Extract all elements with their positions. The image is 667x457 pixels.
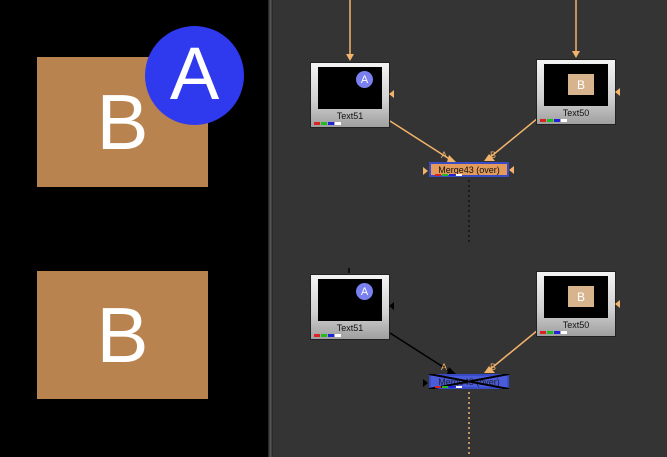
viewer-panel[interactable]: B A B: [0, 0, 268, 457]
node-text50-top[interactable]: B Text50: [536, 59, 616, 125]
top-link-arrow-a: [447, 155, 456, 162]
bottom-link-text51-merge: [389, 332, 452, 373]
thumbnail-a-circle: A: [356, 283, 373, 300]
merge-mask-arrow[interactable]: [423, 167, 428, 175]
merge-port-b-label: B: [490, 150, 497, 160]
top-input-arrow-a: [346, 54, 354, 61]
node-text51-bottom[interactable]: A Text51: [310, 274, 390, 340]
channel-indicators: [314, 122, 341, 125]
thumbnail-b-letter: B: [576, 289, 585, 304]
viewer-a-circle: A: [145, 26, 244, 125]
mask-input-arrow[interactable]: [389, 90, 394, 98]
node-text51-top[interactable]: A Text51: [310, 62, 390, 128]
bottom-link-text50-merge: [487, 329, 539, 372]
top-input-arrow-b: [572, 51, 580, 58]
merge-port-b-label: B: [490, 362, 497, 372]
channel-indicators: [540, 119, 567, 122]
thumbnail-b-letter: B: [576, 77, 585, 92]
mask-input-arrow[interactable]: [389, 302, 394, 310]
node-thumbnail: B: [544, 64, 608, 106]
merge-mask-arrow[interactable]: [423, 379, 428, 387]
channel-indicators: [540, 331, 567, 334]
node-text50-bottom[interactable]: B Text50: [536, 271, 616, 337]
merge-port-a-label: A: [441, 362, 448, 372]
top-link-text51-merge: [389, 120, 452, 161]
merge-label: Merge43 (over): [438, 164, 500, 175]
node-label: Text50: [562, 108, 590, 118]
bottom-link-arrow-a: [447, 367, 456, 374]
viewer-b-rectangle-bottom: B: [37, 271, 208, 399]
channel-indicators: [435, 174, 462, 176]
viewer-b-letter-top: B: [96, 77, 149, 166]
node-label: Text51: [336, 323, 364, 333]
node-thumbnail: A: [318, 279, 382, 321]
merge-port-a-label: A: [441, 150, 448, 160]
node-label: Text51: [336, 111, 364, 121]
thumbnail-b-square: B: [568, 74, 594, 95]
node-label: Text50: [562, 320, 590, 330]
panel-splitter[interactable]: [268, 0, 273, 457]
node-thumbnail: A: [318, 67, 382, 109]
thumbnail-a-letter: A: [360, 73, 369, 86]
top-link-arrow-b: [484, 154, 495, 161]
node-merge43-top[interactable]: Merge43 (over): [429, 162, 509, 177]
node-merge43-bottom[interactable]: Merge43 (over): [429, 374, 509, 389]
thumbnail-a-letter: A: [360, 285, 369, 298]
bottom-link-arrow-b: [484, 366, 495, 373]
thumbnail-a-circle: A: [356, 71, 373, 88]
mask-input-arrow[interactable]: [615, 300, 620, 308]
graph-links: [346, 0, 580, 457]
top-link-text50-merge: [487, 117, 539, 160]
mask-input-arrow[interactable]: [615, 88, 620, 96]
channel-indicators: [435, 386, 462, 388]
channel-indicators: [314, 334, 341, 337]
viewer-b-letter-bottom: B: [96, 290, 149, 379]
thumbnail-b-square: B: [568, 286, 594, 307]
merge-side-arrow[interactable]: [509, 166, 514, 174]
node-graph[interactable]: A Text51 B Text50 A B Merge43 (over): [273, 0, 667, 457]
viewer-a-letter: A: [169, 32, 220, 115]
node-thumbnail: B: [544, 276, 608, 318]
